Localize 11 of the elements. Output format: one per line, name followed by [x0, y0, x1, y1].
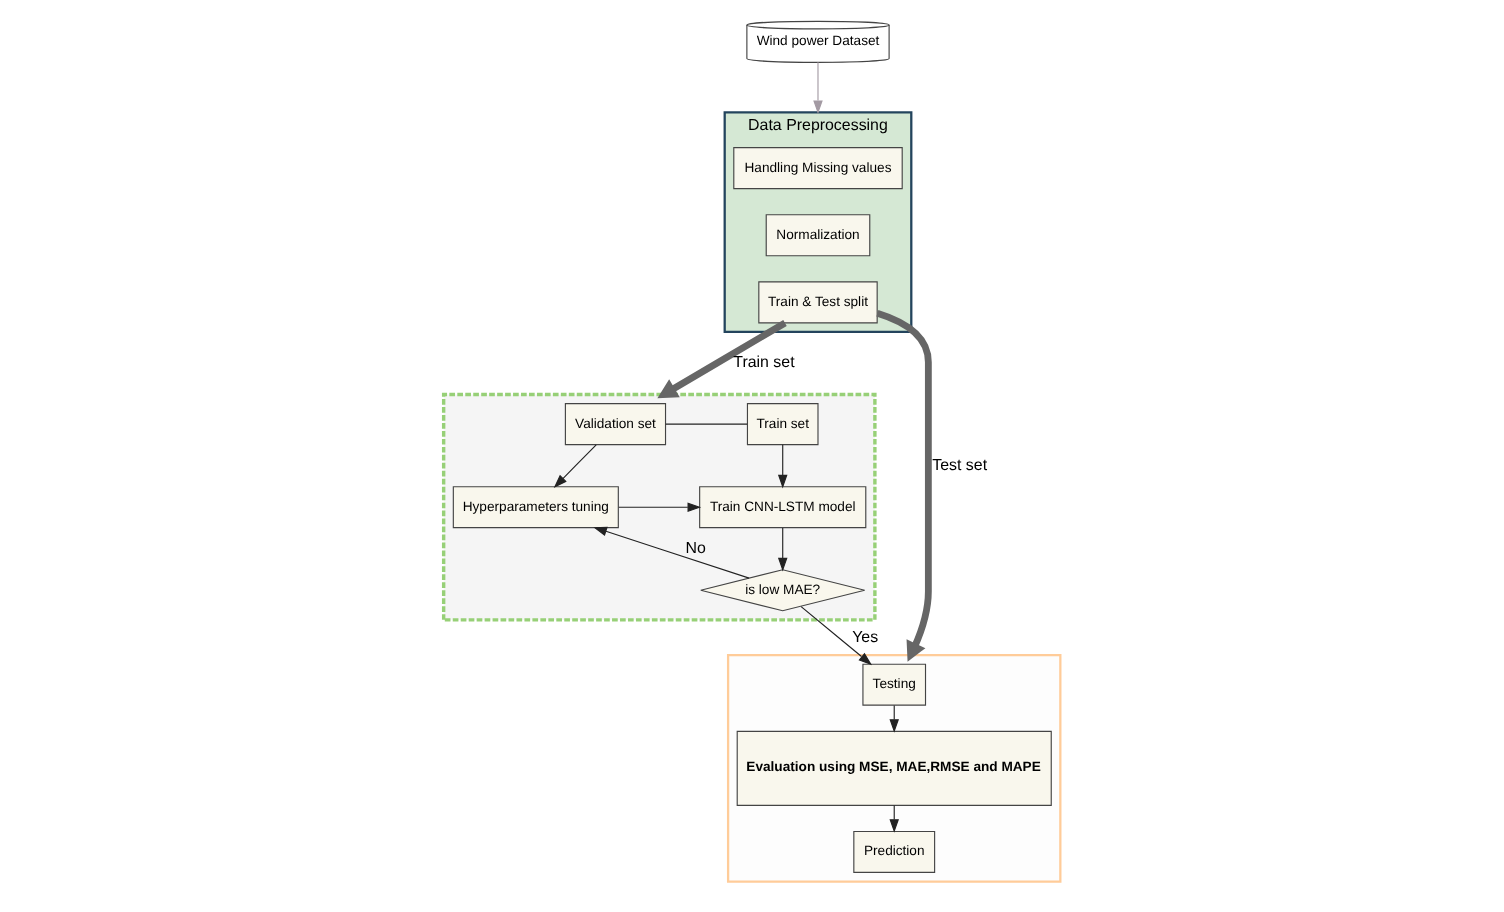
arrow [553, 444, 597, 488]
arrow [800, 606, 873, 666]
cluster [441, 392, 877, 622]
arrow [813, 61, 823, 115]
arrow [657, 320, 787, 399]
arrow [593, 526, 750, 579]
arrow [777, 527, 788, 572]
arrow [777, 444, 788, 489]
arrow [876, 310, 932, 662]
connector [665, 423, 748, 425]
arrow [618, 502, 702, 512]
